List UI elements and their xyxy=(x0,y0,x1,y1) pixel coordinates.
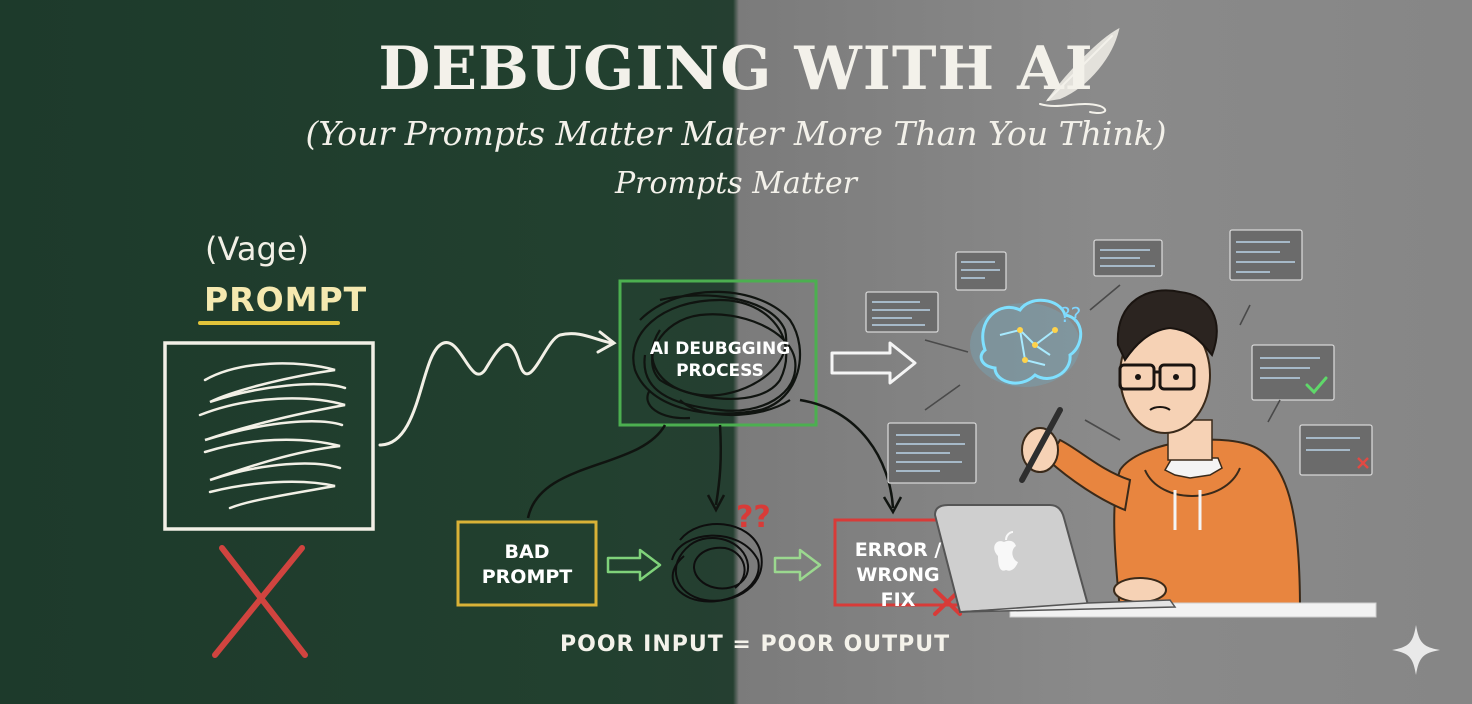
process-box xyxy=(618,279,818,427)
apple-logo-icon xyxy=(994,531,1018,571)
prompt-label: PROMPT xyxy=(204,280,368,319)
bad-prompt-label: BAD PROMPT xyxy=(481,541,573,588)
code-lines xyxy=(872,241,1360,472)
big-x-icon xyxy=(212,545,308,658)
vague-prompt-box xyxy=(163,341,375,531)
curve-to-error xyxy=(799,398,895,509)
tangle-ball xyxy=(671,523,763,603)
bad-to-tangle-arrow xyxy=(606,548,662,582)
vague-label: (Vage) xyxy=(205,230,309,268)
page-title: DEBUGING WITH AI xyxy=(378,34,1094,104)
question-marks: ?? xyxy=(736,500,771,535)
error-label: ERROR / WRONG FIX xyxy=(854,539,942,611)
check-icon xyxy=(1305,376,1328,395)
feather-icon xyxy=(1039,28,1120,114)
squiggle-arrow xyxy=(378,332,614,447)
bad-prompt-box xyxy=(456,520,598,607)
brain-connectors xyxy=(924,284,1281,441)
curve-to-bad xyxy=(526,424,667,519)
tangle-to-error-arrow xyxy=(773,548,822,582)
process-label: AI DEUBGGING PROCESS xyxy=(649,339,791,381)
tangled-scribble xyxy=(632,290,802,420)
svg-text:??: ?? xyxy=(1060,303,1081,327)
process-to-brain-arrow xyxy=(830,341,917,385)
small-x-icon xyxy=(1357,457,1369,469)
sparkle-icon xyxy=(1392,625,1440,675)
brain-icon: ?? xyxy=(970,298,1083,387)
scribble-lines xyxy=(198,362,347,510)
footer-equation: POOR INPUT = POOR OUTPUT xyxy=(560,632,951,657)
page-subtitle: (Your Prompts Matter Mater More Than You… xyxy=(305,114,1167,153)
page-subtitle-secondary: Prompts Matter xyxy=(614,166,858,201)
code-cards xyxy=(865,229,1373,484)
developer-figure xyxy=(1019,289,1302,611)
